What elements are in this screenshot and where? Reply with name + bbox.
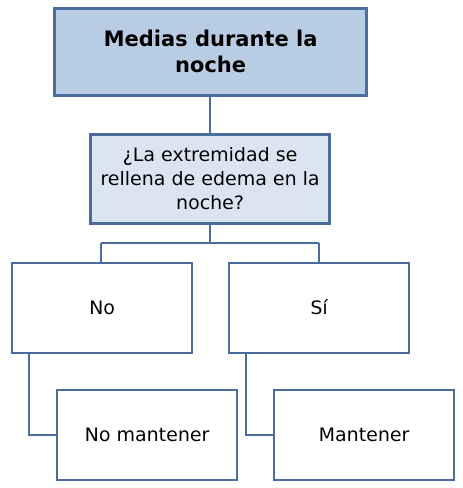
answer-si-box: Sí xyxy=(228,262,410,354)
connector-no-to-outcome xyxy=(28,354,56,436)
title-text: Medias durante la noche xyxy=(103,27,318,77)
answer-si-text: Sí xyxy=(310,297,328,319)
answer-no-box: No xyxy=(11,262,193,354)
outcome-mantener-box: Mantener xyxy=(273,389,455,481)
connector-si-to-outcome xyxy=(245,354,273,436)
answer-no-text: No xyxy=(89,297,115,319)
question-box: ¿La extremidad se rellena de edema en la… xyxy=(89,133,331,225)
outcome-mantener-text: Mantener xyxy=(318,424,410,446)
outcome-no-mantener-text: No mantener xyxy=(84,424,210,446)
title-box: Medias durante la noche xyxy=(53,7,368,97)
question-text: ¿La extremidad se rellena de edema en la… xyxy=(100,144,320,214)
outcome-no-mantener-box: No mantener xyxy=(56,389,238,481)
